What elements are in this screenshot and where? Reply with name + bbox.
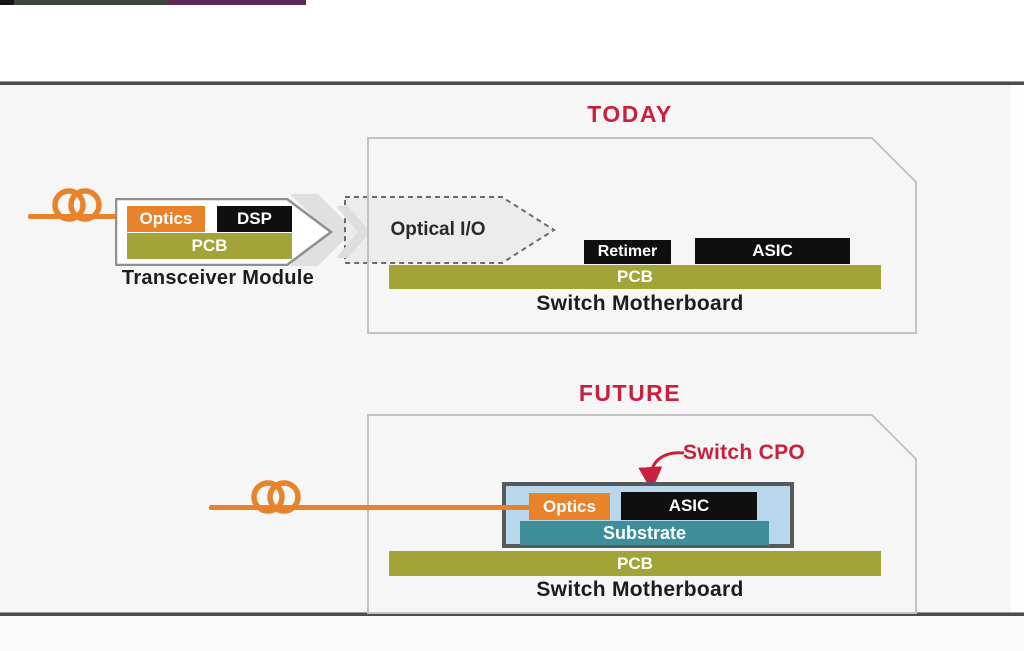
top-divider-rule — [0, 81, 1024, 85]
chevron-sliver-icon — [336, 206, 370, 258]
optical-io-label: Optical I/O — [390, 219, 486, 240]
today-pcb-bar: PCB — [389, 265, 881, 289]
transceiver-dsp-chip: DSP — [217, 206, 292, 232]
transceiver-caption: Transceiver Module — [121, 267, 315, 289]
transceiver-pcb-chip: PCB — [127, 233, 292, 259]
bottom-strip — [0, 616, 1024, 651]
cpo-optics-chip: Optics — [529, 493, 610, 520]
fiber-coil-icon-future — [251, 480, 301, 514]
chevron-icon — [290, 194, 354, 266]
future-pcb-bar: PCB — [389, 551, 881, 576]
cpo-asic-chip: ASIC — [621, 492, 757, 520]
optical-io-pentagon — [344, 196, 556, 264]
today-title: TODAY — [587, 101, 673, 127]
right-margin — [1010, 85, 1024, 613]
topbar-segment-purple — [168, 0, 306, 5]
topbar-segment-green — [14, 0, 168, 5]
today-motherboard-caption: Switch Motherboard — [536, 292, 744, 315]
today-motherboard-outline — [367, 137, 917, 334]
transceiver-optics-chip: Optics — [127, 206, 205, 232]
switch-cpo-label: Switch CPO — [683, 441, 806, 464]
fiber-line-future — [209, 505, 533, 510]
cpo-substrate-chip: Substrate — [520, 521, 769, 545]
fiber-coil-icon-today — [52, 188, 102, 222]
cpo-pointer-arrow-icon — [638, 451, 685, 491]
topbar-segment-black — [0, 0, 14, 5]
today-asic-chip: ASIC — [695, 238, 850, 264]
retimer-chip: Retimer — [584, 240, 671, 264]
future-motherboard-outline — [367, 414, 917, 614]
future-motherboard-caption: Switch Motherboard — [536, 578, 744, 601]
future-title: FUTURE — [578, 380, 682, 406]
